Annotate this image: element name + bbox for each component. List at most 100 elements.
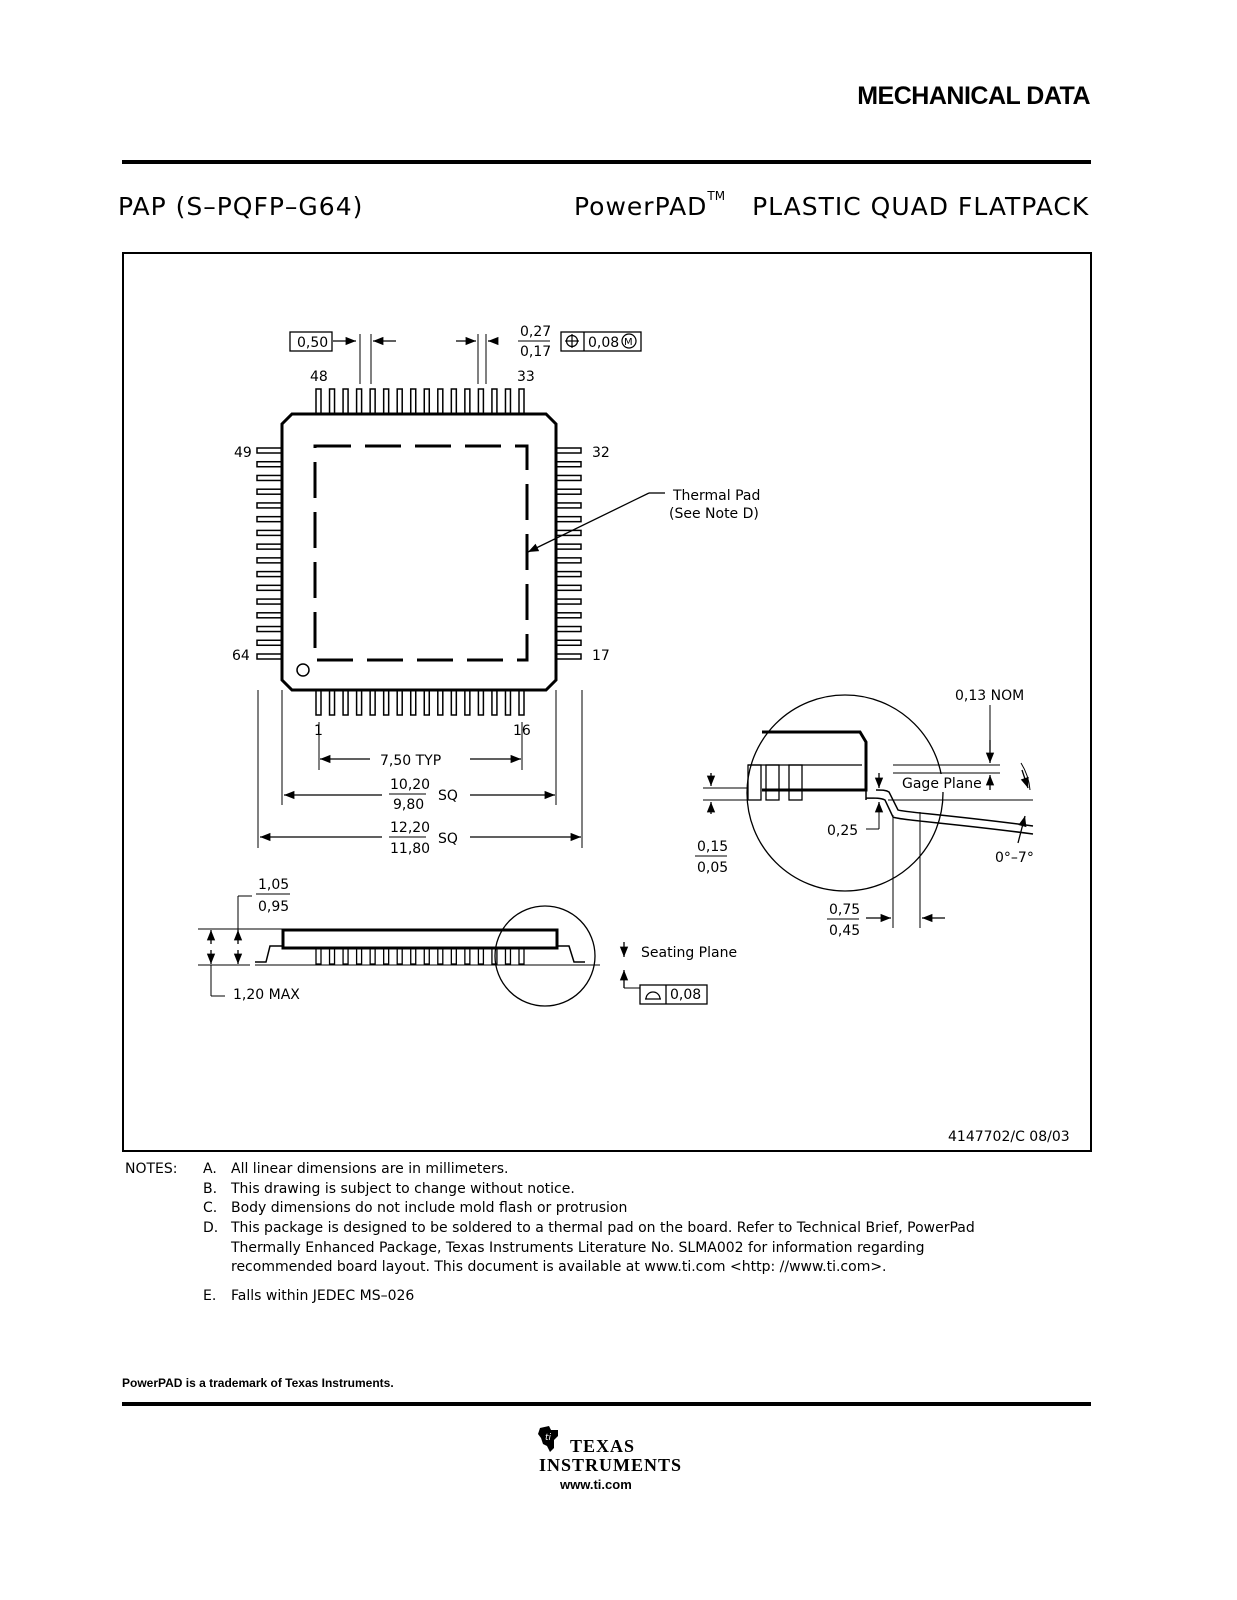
overall-size-min: 11,80 bbox=[390, 841, 430, 857]
bottom-lead bbox=[423, 689, 431, 716]
right-lead bbox=[555, 639, 582, 647]
top-lead bbox=[382, 388, 390, 415]
left-lead bbox=[256, 584, 283, 592]
note-key: C. bbox=[203, 1200, 218, 1216]
body-sq-label: SQ bbox=[438, 788, 458, 804]
coplanarity-frame bbox=[639, 984, 708, 1005]
pin-label-17: 17 bbox=[592, 648, 610, 664]
bottom-lead bbox=[464, 689, 471, 716]
side-lead bbox=[328, 947, 336, 965]
document-number: 4147702/C 08/03 bbox=[948, 1129, 1070, 1145]
top-rule bbox=[122, 160, 1091, 164]
overall-sq-label: SQ bbox=[438, 831, 458, 847]
right-lead bbox=[555, 625, 582, 633]
left-lead bbox=[256, 639, 283, 647]
thickness-min: 0,95 bbox=[258, 899, 289, 915]
package-description: PLASTIC QUAD FLATPACK bbox=[752, 192, 1090, 221]
package-title: PowerPADTM PLASTIC QUAD FLATPACK bbox=[574, 189, 1090, 221]
note-text: This drawing is subject to change withou… bbox=[231, 1181, 575, 1197]
package-body bbox=[280, 412, 558, 692]
note-text: Body dimensions do not include mold flas… bbox=[231, 1200, 628, 1216]
left-lead bbox=[256, 460, 283, 468]
coplanarity-value: 0,08 bbox=[670, 987, 701, 1003]
right-lead bbox=[555, 447, 582, 454]
side-body bbox=[281, 928, 559, 950]
side-lead bbox=[437, 947, 444, 965]
ti-logo-icon: ti bbox=[537, 1424, 561, 1454]
bottom-lead bbox=[382, 689, 390, 716]
left-lead bbox=[256, 612, 283, 619]
side-lead bbox=[477, 947, 485, 965]
body-size-min: 9,80 bbox=[393, 797, 424, 813]
bottom-leads bbox=[315, 689, 525, 716]
flatness-symbol-icon bbox=[645, 991, 661, 1000]
bottom-rule bbox=[122, 1402, 1091, 1406]
gage-height-value: 0,25 bbox=[827, 823, 858, 839]
seating-plane-label: Seating Plane bbox=[641, 945, 737, 961]
foot-length-max: 0,75 bbox=[829, 902, 860, 918]
mmc-icon bbox=[621, 333, 637, 349]
top-lead bbox=[464, 388, 471, 415]
left-lead bbox=[256, 447, 283, 454]
note-key: D. bbox=[203, 1220, 219, 1236]
bottom-lead bbox=[328, 689, 336, 716]
bottom-lead bbox=[342, 689, 349, 716]
left-lead bbox=[256, 502, 283, 509]
note-key: E. bbox=[203, 1288, 217, 1304]
bottom-lead bbox=[396, 689, 403, 716]
foot-length-min: 0,45 bbox=[829, 923, 860, 939]
detail-body bbox=[762, 730, 868, 792]
side-lead bbox=[518, 947, 525, 965]
right-lead bbox=[555, 570, 582, 578]
pin-label-32: 32 bbox=[592, 445, 610, 461]
lead-span-dimension: 7,50 TYP bbox=[380, 753, 441, 769]
left-lead bbox=[256, 653, 283, 660]
right-lead bbox=[555, 502, 582, 509]
side-lead bbox=[355, 947, 363, 965]
side-lead bbox=[369, 947, 376, 965]
right-lead bbox=[555, 474, 582, 482]
top-lead bbox=[409, 388, 417, 415]
side-right-lead bbox=[557, 945, 585, 963]
right-leads bbox=[555, 447, 582, 660]
trademark-notice: PowerPAD is a trademark of Texas Instrum… bbox=[122, 1376, 394, 1390]
package-family: PowerPAD bbox=[574, 192, 708, 221]
pin-label-64: 64 bbox=[232, 648, 250, 664]
company-url: www.ti.com bbox=[560, 1477, 632, 1492]
side-leads bbox=[315, 947, 525, 965]
right-lead bbox=[555, 653, 582, 660]
right-lead bbox=[555, 598, 582, 605]
pin-label-33: 33 bbox=[517, 369, 535, 385]
side-left-lead bbox=[255, 945, 283, 963]
gage-plane-offset: 0,13 NOM bbox=[955, 688, 1024, 704]
side-lead bbox=[491, 947, 498, 965]
bottom-lead bbox=[504, 689, 512, 716]
right-lead bbox=[555, 515, 582, 523]
side-lead bbox=[342, 947, 349, 965]
pin-label-48: 48 bbox=[310, 369, 328, 385]
note-key: A. bbox=[203, 1161, 217, 1177]
notes-label: NOTES: bbox=[125, 1161, 178, 1177]
top-lead bbox=[355, 388, 363, 415]
top-lead bbox=[315, 388, 322, 415]
note-text: Falls within JEDEC MS–026 bbox=[231, 1288, 415, 1304]
top-lead bbox=[437, 388, 444, 415]
left-lead bbox=[256, 474, 283, 482]
top-lead bbox=[328, 388, 336, 415]
top-lead bbox=[450, 388, 458, 415]
mechanical-drawing: 48 33 49 64 32 17 1 16 0,50 0,27 0,17 0,… bbox=[198, 324, 1070, 1145]
left-lead bbox=[256, 515, 283, 523]
side-lead bbox=[504, 947, 512, 965]
svg-text:ti: ti bbox=[545, 1433, 552, 1443]
thermal-pad-note: (See Note D) bbox=[669, 506, 759, 522]
standoff-max: 0,15 bbox=[697, 839, 728, 855]
drawing-frame bbox=[122, 252, 1092, 1152]
right-lead bbox=[555, 543, 582, 550]
foot-angle: 0°–7° bbox=[995, 850, 1034, 866]
left-lead bbox=[256, 557, 283, 564]
right-lead bbox=[555, 557, 582, 564]
bottom-lead bbox=[437, 689, 444, 716]
lead-width-max: 0,27 bbox=[520, 324, 551, 340]
right-lead bbox=[555, 612, 582, 619]
bottom-lead bbox=[491, 689, 498, 716]
